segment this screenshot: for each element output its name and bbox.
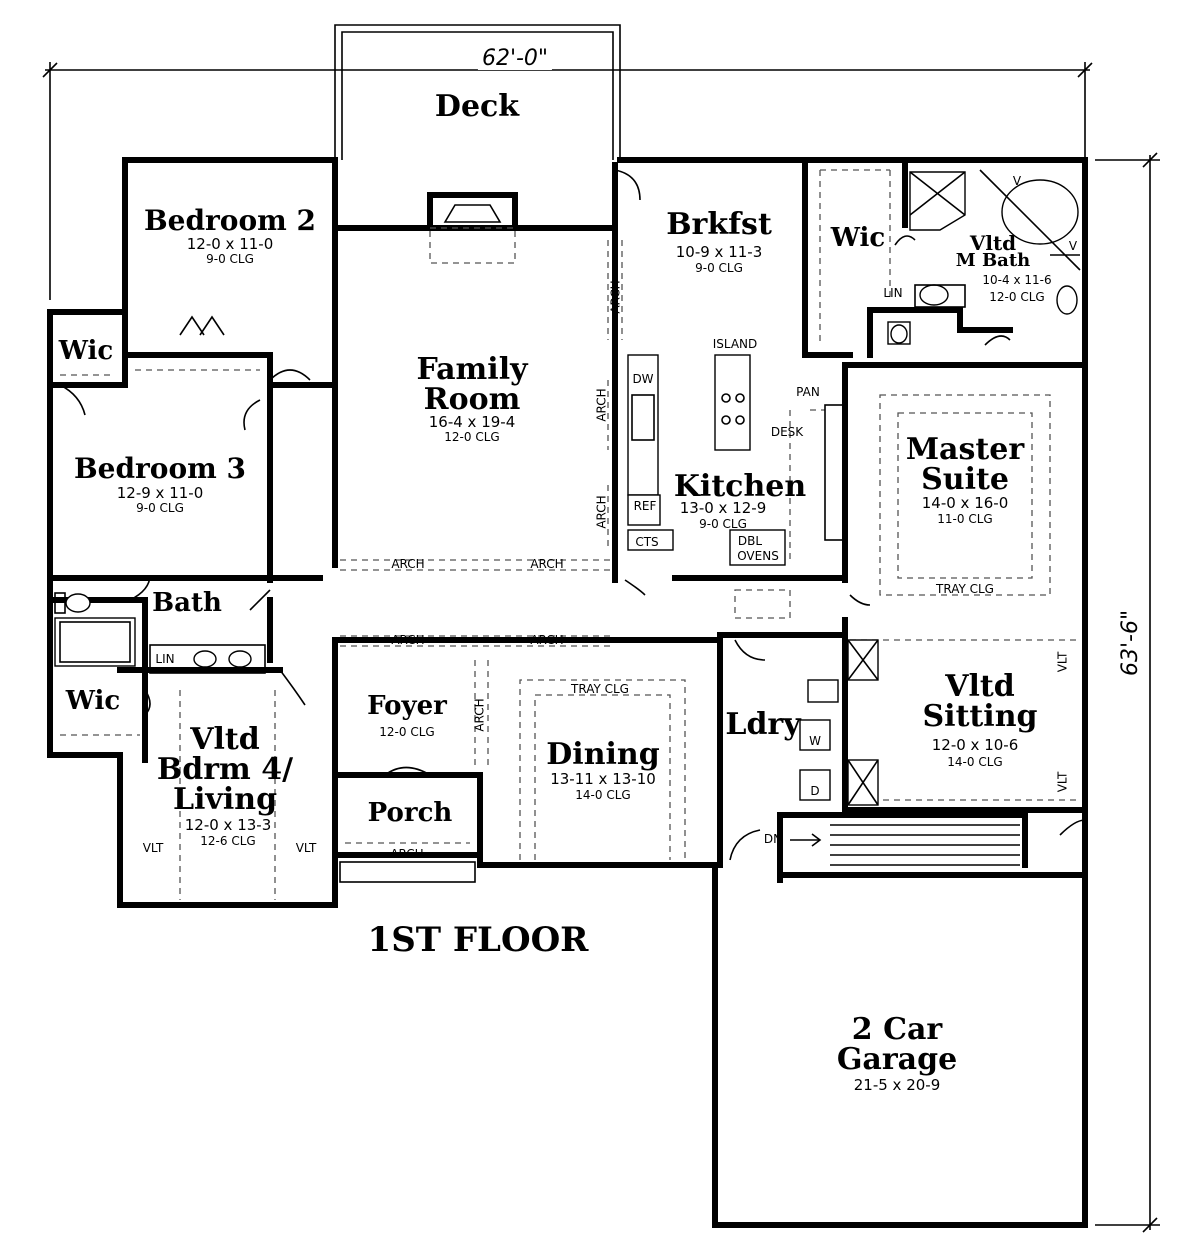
vault-tag-tub: V <box>1012 174 1022 188</box>
bdrm4-line2: Bdrm 4/ <box>156 752 294 787</box>
garage-line2: Garage <box>836 1042 958 1077</box>
island-tag: ISLAND <box>712 337 758 351</box>
dbl-tag: DBL <box>737 534 763 548</box>
arch-tag-foyer: ARCH <box>391 633 425 647</box>
mbath-ceiling: 12-0 CLG <box>989 290 1045 304</box>
dn-tag: DN <box>763 832 783 846</box>
arch-tag-kitchen-lower: ARCH <box>594 495 609 529</box>
foyer-ceiling: 12-0 CLG <box>379 725 435 739</box>
ldry-label: Ldry <box>725 707 801 742</box>
vlt-tag-bdrm4-left: VLT <box>142 841 164 855</box>
master-bath-fixtures <box>887 169 1081 345</box>
overall-width-label: 62'-0" <box>477 48 553 70</box>
master-tray: TRAY CLG <box>936 582 994 596</box>
arch-tag-brkfst: ARCH <box>608 280 623 314</box>
kitchen-ceiling: 9-0 CLG <box>699 517 747 531</box>
dining-ceiling: 14-0 CLG <box>575 788 631 802</box>
arch-tag-family-left: ARCH <box>391 557 425 571</box>
arch-tag-kitchen-upper: ARCH <box>594 388 609 422</box>
garage-size: 21-5 x 20-9 <box>853 1076 941 1094</box>
interior-walls <box>47 157 1088 883</box>
foyer-label: Foyer <box>367 691 447 721</box>
bedroom3-label: Bedroom 3 <box>73 452 247 485</box>
brkfst-size: 10-9 x 11-3 <box>675 243 763 261</box>
bedroom2-size: 12-0 x 11-0 <box>186 235 274 253</box>
garage-line1: 2 Car <box>851 1012 943 1047</box>
arch-tag-family-right: ARCH <box>530 557 564 571</box>
dining-tray: TRAY CLG <box>571 682 629 696</box>
sitting-line1: Vltd <box>945 669 1015 704</box>
wic-bed2-label: Wic <box>58 336 114 366</box>
bedroom2-label: Bedroom 2 <box>143 204 317 237</box>
overall-width-dimension <box>42 62 1093 300</box>
vault-tag-mbath: V <box>1068 239 1078 253</box>
porch-label: Porch <box>367 798 453 828</box>
laundry-stairs <box>790 639 1020 866</box>
exterior-walls <box>47 157 1088 1228</box>
vlt-tag-sitting-upper: VLT <box>1055 651 1070 673</box>
washer-tag: W <box>809 734 821 748</box>
family-room-ceiling: 12-0 CLG <box>444 430 500 444</box>
desk-tag: DESK <box>770 425 804 439</box>
wic-bed4-label: Wic <box>65 686 121 716</box>
brkfst-label: Brkfst <box>666 207 772 242</box>
bdrm4-line1: Vltd <box>190 722 260 757</box>
porch-outline <box>339 861 476 883</box>
bedroom2-ceiling: 9-0 CLG <box>206 252 254 266</box>
arch-tag-foyer-side: ARCH <box>472 698 487 732</box>
family-room-line2: Room <box>423 382 521 417</box>
kitchen-label: Kitchen <box>673 469 807 504</box>
floor-title: 1ST FLOOR <box>367 920 589 960</box>
wic-master-label: Wic <box>830 223 886 253</box>
bdrm4-line3: Living <box>172 782 278 817</box>
bedroom3-size: 12-9 x 11-0 <box>116 484 204 502</box>
sitting-line2: Sitting <box>922 699 1038 734</box>
master-line1: Master <box>905 432 1025 467</box>
ceiling-outlines <box>179 394 1080 900</box>
lin-tag-mbath: LIN <box>883 286 903 300</box>
dining-size: 13-11 x 13-10 <box>550 770 656 788</box>
vlt-tag-sitting-lower: VLT <box>1055 771 1070 793</box>
family-room-line1: Family <box>416 352 528 387</box>
kitchen-size: 13-0 x 12-9 <box>679 499 767 517</box>
arch-tag-dining: ARCH <box>530 633 564 647</box>
deck-outline <box>334 24 621 160</box>
overall-depth-dimension <box>1095 152 1160 1233</box>
ovens-tag: OVENS <box>737 549 779 563</box>
bath-label: Bath <box>152 588 222 618</box>
bedroom3-ceiling: 9-0 CLG <box>136 501 184 515</box>
door-swings <box>59 169 1086 861</box>
mbath-line2: M Bath <box>955 250 1031 271</box>
lin-tag-bath: LIN <box>155 652 175 666</box>
dining-label: Dining <box>546 737 660 772</box>
vlt-tag-bdrm4-right: VLT <box>295 841 317 855</box>
sitting-size: 12-0 x 10-6 <box>931 736 1019 754</box>
family-room-size: 16-4 x 19-4 <box>428 413 516 431</box>
sitting-ceiling: 14-0 CLG <box>947 755 1003 769</box>
pan-tag: PAN <box>796 385 820 399</box>
arch-openings <box>340 240 623 844</box>
closet-shelves <box>60 169 891 736</box>
fireplace <box>427 192 518 264</box>
dryer-tag: D <box>810 784 820 798</box>
master-size: 14-0 x 16-0 <box>921 494 1009 512</box>
brkfst-ceiling: 9-0 CLG <box>695 261 743 275</box>
mbath-line1: Vltd <box>969 231 1017 255</box>
master-line2: Suite <box>921 462 1009 497</box>
arch-tag-porch: ARCH <box>390 847 424 861</box>
mbath-size: 10-4 x 11-6 <box>982 273 1052 287</box>
bdrm4-size: 12-0 x 13-3 <box>184 816 272 834</box>
hall-bath-fixtures <box>54 592 266 674</box>
ref-tag: REF <box>633 499 657 513</box>
master-ceiling: 11-0 CLG <box>937 512 993 526</box>
cts-tag: CTS <box>635 535 659 549</box>
dw-tag: DW <box>632 372 654 386</box>
kitchen-fixtures <box>627 354 844 619</box>
deck-label: Deck <box>434 89 520 124</box>
bdrm4-ceiling: 12-6 CLG <box>200 834 256 848</box>
overall-depth-label: 63'-6" <box>1118 605 1143 680</box>
